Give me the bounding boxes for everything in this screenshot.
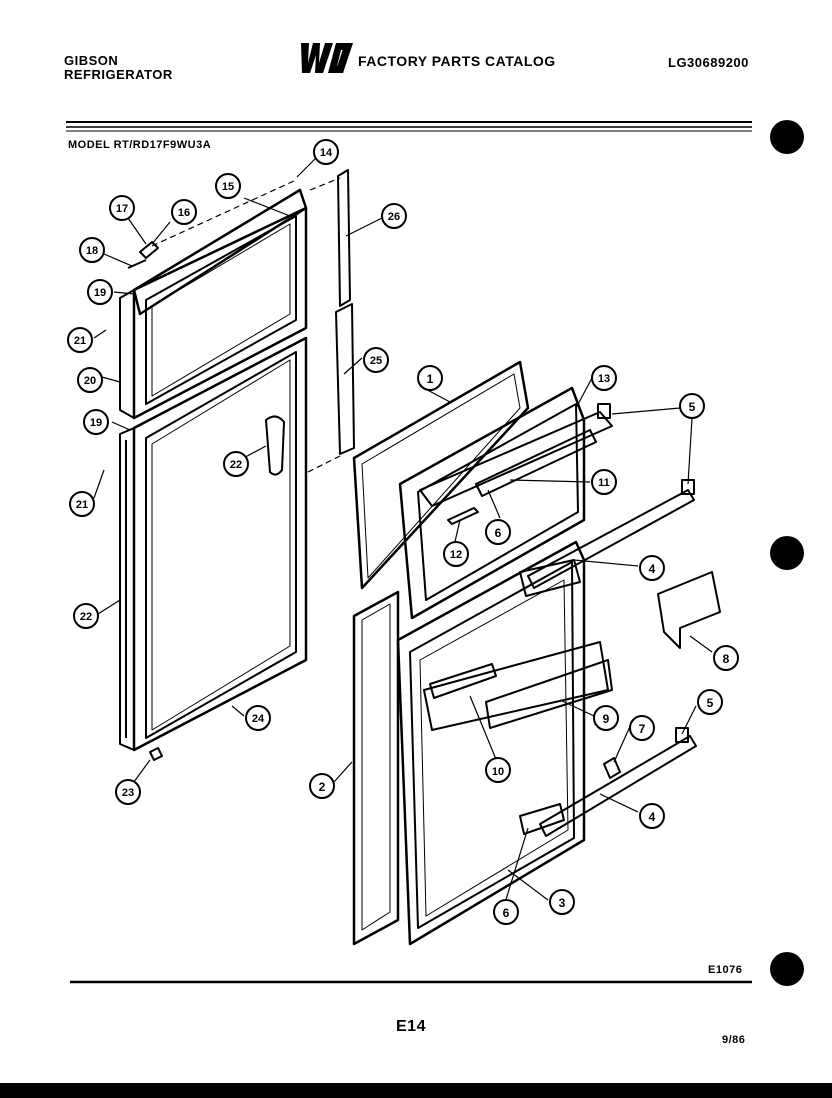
svg-text:6: 6	[495, 526, 502, 540]
callout-1: 1	[417, 365, 443, 391]
svg-text:13: 13	[598, 373, 610, 385]
model-number: MODEL RT/RD17F9WU3A	[68, 139, 212, 151]
callout-9: 9	[593, 705, 619, 731]
shelf-retainer	[603, 757, 621, 779]
svg-text:18: 18	[86, 245, 98, 257]
callout-6: 6	[493, 899, 519, 925]
callout-26: 26	[381, 203, 407, 229]
svg-text:12: 12	[450, 549, 462, 561]
svg-text:6: 6	[503, 906, 510, 920]
callout-15: 15	[215, 173, 241, 199]
callout-5: 5	[679, 393, 705, 419]
svg-text:25: 25	[370, 355, 382, 367]
callout-3: 3	[549, 889, 575, 915]
binder-hole	[770, 120, 804, 154]
svg-text:9: 9	[603, 712, 610, 726]
hinge-parts	[127, 169, 355, 761]
callout-21: 21	[67, 327, 93, 353]
callout-8: 8	[713, 645, 739, 671]
product-type: REFRIGERATOR	[64, 67, 173, 82]
door-shelf-rail	[527, 489, 697, 837]
svg-text:20: 20	[84, 375, 96, 387]
svg-text:5: 5	[707, 696, 714, 710]
callout-18: 18	[79, 237, 105, 263]
callout-21: 21	[69, 491, 95, 517]
brand-name: GIBSON	[64, 53, 119, 68]
svg-text:1: 1	[427, 372, 434, 386]
callout-24: 24	[245, 705, 271, 731]
page-number: E14	[396, 1018, 426, 1035]
svg-text:5: 5	[689, 400, 696, 414]
brand-block: GIBSON REFRIGERATOR	[64, 54, 173, 82]
callout-4: 4	[639, 803, 665, 829]
svg-text:10: 10	[492, 766, 504, 778]
svg-text:16: 16	[178, 207, 190, 219]
svg-text:19: 19	[90, 417, 102, 429]
callout-19: 19	[87, 279, 113, 305]
callout-leaders	[93, 155, 713, 907]
callout-13: 13	[591, 365, 617, 391]
svg-text:8: 8	[723, 652, 730, 666]
dairy-door	[657, 571, 721, 649]
svg-text:22: 22	[80, 611, 92, 623]
svg-text:22: 22	[230, 459, 242, 471]
svg-text:19: 19	[94, 287, 106, 299]
callout-22: 22	[73, 603, 99, 629]
door-handle	[265, 415, 285, 476]
freezer-gasket	[352, 360, 530, 590]
svg-text:21: 21	[74, 335, 86, 347]
svg-text:14: 14	[320, 147, 333, 159]
svg-text:11: 11	[598, 477, 610, 489]
callout-20: 20	[77, 367, 103, 393]
binder-hole	[770, 536, 804, 570]
svg-text:15: 15	[222, 181, 234, 193]
svg-text:24: 24	[252, 713, 265, 725]
callout-4: 4	[639, 555, 665, 581]
catalog-title: FACTORY PARTS CATALOG	[358, 53, 556, 69]
svg-text:26: 26	[388, 211, 400, 223]
callout-2: 2	[309, 773, 335, 799]
freezer-door	[119, 188, 308, 420]
callout-7: 7	[629, 715, 655, 741]
callout-17: 17	[109, 195, 135, 221]
svg-text:4: 4	[649, 562, 656, 576]
callout-25: 25	[363, 347, 389, 373]
callout-12: 12	[443, 541, 469, 567]
callout-6: 6	[485, 519, 511, 545]
wci-logo	[301, 43, 353, 73]
alignment-leaders	[151, 177, 341, 473]
callout-11: 11	[591, 469, 617, 495]
fresh-food-door	[119, 336, 308, 752]
svg-text:17: 17	[116, 203, 128, 215]
fresh-food-gasket	[352, 590, 400, 946]
diagram-code: E1076	[708, 964, 743, 976]
callout-14: 14	[313, 139, 339, 165]
svg-text:23: 23	[122, 787, 134, 799]
callout-16: 16	[171, 199, 197, 225]
callout-group: 1 2 3 4 4 5 5 6 6 7 8 9 10 11 12 13 14 1…	[67, 139, 739, 925]
binder-hole	[770, 952, 804, 986]
print-date: 9/86	[722, 1034, 746, 1046]
svg-text:2: 2	[319, 780, 326, 794]
callout-19: 19	[83, 409, 109, 435]
catalog-number: LG30689200	[668, 55, 749, 70]
scan-edge-band	[0, 1083, 832, 1098]
callout-10: 10	[485, 757, 511, 783]
fresh-food-inner-panel	[396, 540, 613, 946]
callout-23: 23	[115, 779, 141, 805]
callout-5: 5	[697, 689, 723, 715]
svg-text:3: 3	[559, 896, 566, 910]
header-rule	[66, 121, 752, 132]
svg-text:4: 4	[649, 810, 656, 824]
svg-text:7: 7	[639, 722, 646, 736]
callout-22: 22	[223, 451, 249, 477]
svg-text:21: 21	[76, 499, 88, 511]
freezer-inner-panel	[398, 386, 613, 620]
